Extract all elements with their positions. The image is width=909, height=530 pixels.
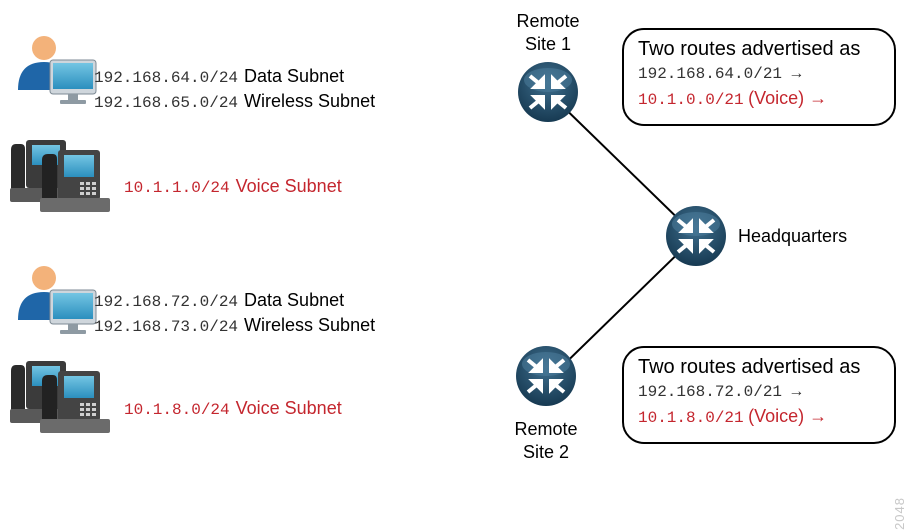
voice-route-label: (Voice) → <box>748 88 828 108</box>
voice-route-label: (Voice) → <box>748 406 828 426</box>
subnet-name: Wireless Subnet <box>244 91 376 111</box>
connections <box>545 91 697 383</box>
figure-id: 2048 <box>892 497 907 530</box>
remote-site-1-label: Remote Site 1 <box>500 10 596 56</box>
callout-title: Two routes advertised as <box>638 38 861 60</box>
site1-wireless-subnet: 192.168.65.0/24 Wireless Subnet <box>94 89 375 115</box>
link-hq-site2 <box>545 235 697 383</box>
subnet-name: Data Subnet <box>244 290 345 310</box>
user-computer-icon <box>17 265 97 335</box>
subnet-ip: 10.1.8.0/24 <box>124 401 230 419</box>
link-site1-hq <box>547 91 697 237</box>
subnet-ip: 192.168.72.0/24 <box>94 293 239 311</box>
callout-title: Two routes advertised as <box>638 356 861 378</box>
subnet-name: Wireless Subnet <box>244 315 376 335</box>
subnet-ip: 192.168.73.0/24 <box>94 318 239 336</box>
ip-phone-icon <box>10 361 110 433</box>
site-label-line: Site 2 <box>522 442 570 462</box>
voice-route-ip: 10.1.8.0/21 <box>638 409 744 427</box>
subnet-name: Data Subnet <box>244 66 345 86</box>
callout-route-data: 192.168.72.0/21 → <box>638 383 802 401</box>
user-computer-icon <box>17 35 97 105</box>
route-callout-2: Two routes advertised as 192.168.72.0/21… <box>622 346 896 444</box>
subnet-name: Voice Subnet <box>235 176 342 196</box>
subnet-ip: 192.168.65.0/24 <box>94 94 239 112</box>
callout-route-voice: 10.1.0.0/21 (Voice) → <box>638 86 880 112</box>
site2-voice-subnet: 10.1.8.0/24 Voice Subnet <box>124 396 342 422</box>
site1-data-subnet: 192.168.64.0/24 Data Subnet <box>94 64 344 90</box>
router-icon <box>516 60 580 124</box>
router-icon <box>514 344 578 408</box>
site2-wireless-subnet: 192.168.73.0/24 Wireless Subnet <box>94 313 375 339</box>
site-label-line: Site 1 <box>524 34 572 54</box>
ip-phone-icon <box>10 140 110 212</box>
route-callout-1: Two routes advertised as 192.168.64.0/21… <box>622 28 896 126</box>
callout-route-voice: 10.1.8.0/21 (Voice) → <box>638 404 880 430</box>
site-label-line: Remote <box>516 11 580 31</box>
remote-site-2-label: Remote Site 2 <box>498 418 594 464</box>
callout-route-data: 192.168.64.0/21 → <box>638 65 802 83</box>
site-label-line: Remote <box>514 419 578 439</box>
site1-voice-subnet: 10.1.1.0/24 Voice Subnet <box>124 174 342 200</box>
subnet-ip: 192.168.64.0/24 <box>94 69 239 87</box>
headquarters-label: Headquarters <box>738 226 848 246</box>
site2-data-subnet: 192.168.72.0/24 Data Subnet <box>94 288 344 314</box>
router-icon <box>664 204 728 268</box>
subnet-ip: 10.1.1.0/24 <box>124 179 230 197</box>
voice-route-ip: 10.1.0.0/21 <box>638 91 744 109</box>
subnet-name: Voice Subnet <box>235 398 342 418</box>
